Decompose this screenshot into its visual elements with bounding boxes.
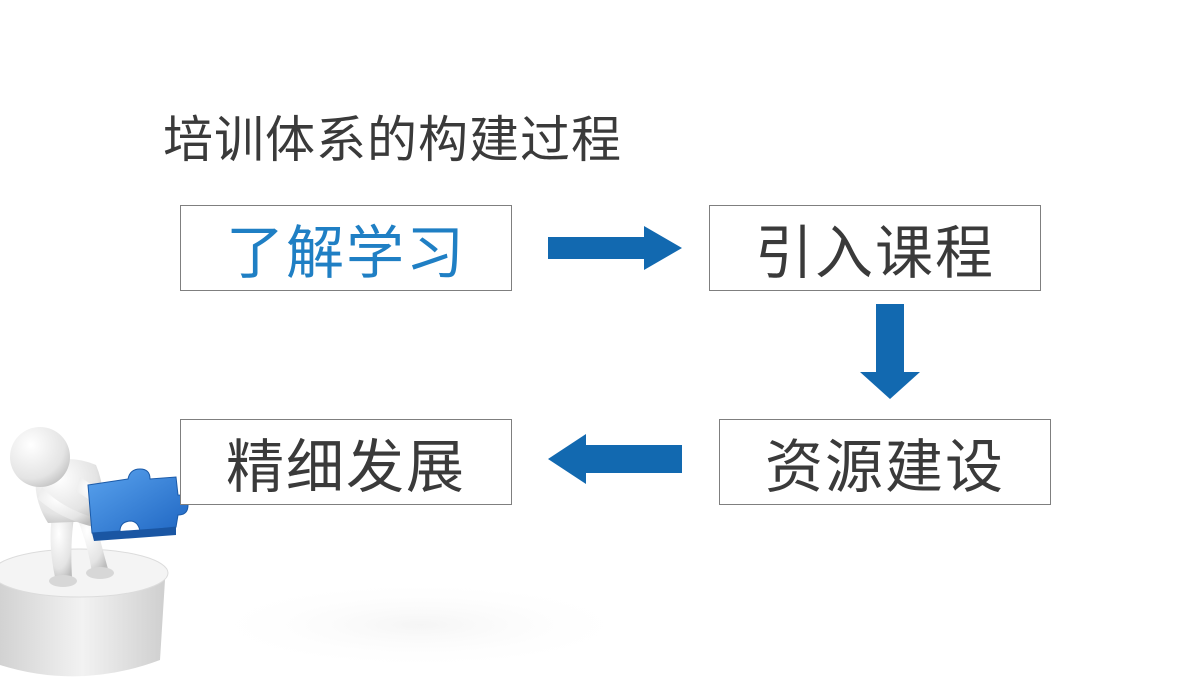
person-holding-puzzle-piece-icon [0, 427, 640, 677]
step-box-learn: 了解学习 [180, 205, 512, 291]
step-box-refined-development: 精细发展 [180, 419, 512, 505]
step-box-resource-building: 资源建设 [719, 419, 1051, 505]
arrow-right-icon [548, 226, 682, 270]
page-title: 培训体系的构建过程 [163, 111, 622, 169]
arrow-left-icon [548, 434, 682, 484]
arrow-down-icon [860, 304, 920, 399]
step-box-introduce-courses: 引入课程 [709, 205, 1041, 291]
